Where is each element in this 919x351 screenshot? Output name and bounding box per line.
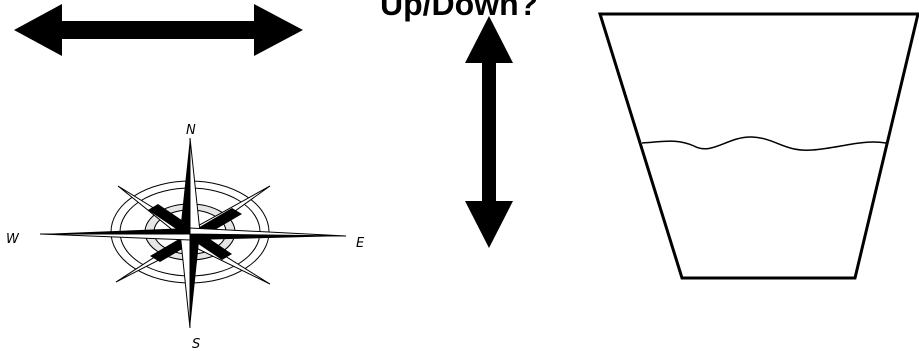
horizontal-double-arrow-icon: [14, 4, 303, 56]
compass-rose-icon: N S E W: [6, 123, 365, 351]
compass-south-label: S: [192, 337, 200, 351]
compass-north-label: N: [186, 123, 196, 138]
compass-east-label: E: [356, 236, 365, 251]
water-surface-line: [641, 136, 887, 151]
vertical-double-arrow-icon: [465, 16, 513, 248]
up-down-heading: Up/Down?: [380, 0, 539, 22]
compass-west-label: W: [6, 232, 20, 247]
bucket-with-water-icon: [597, 12, 919, 280]
